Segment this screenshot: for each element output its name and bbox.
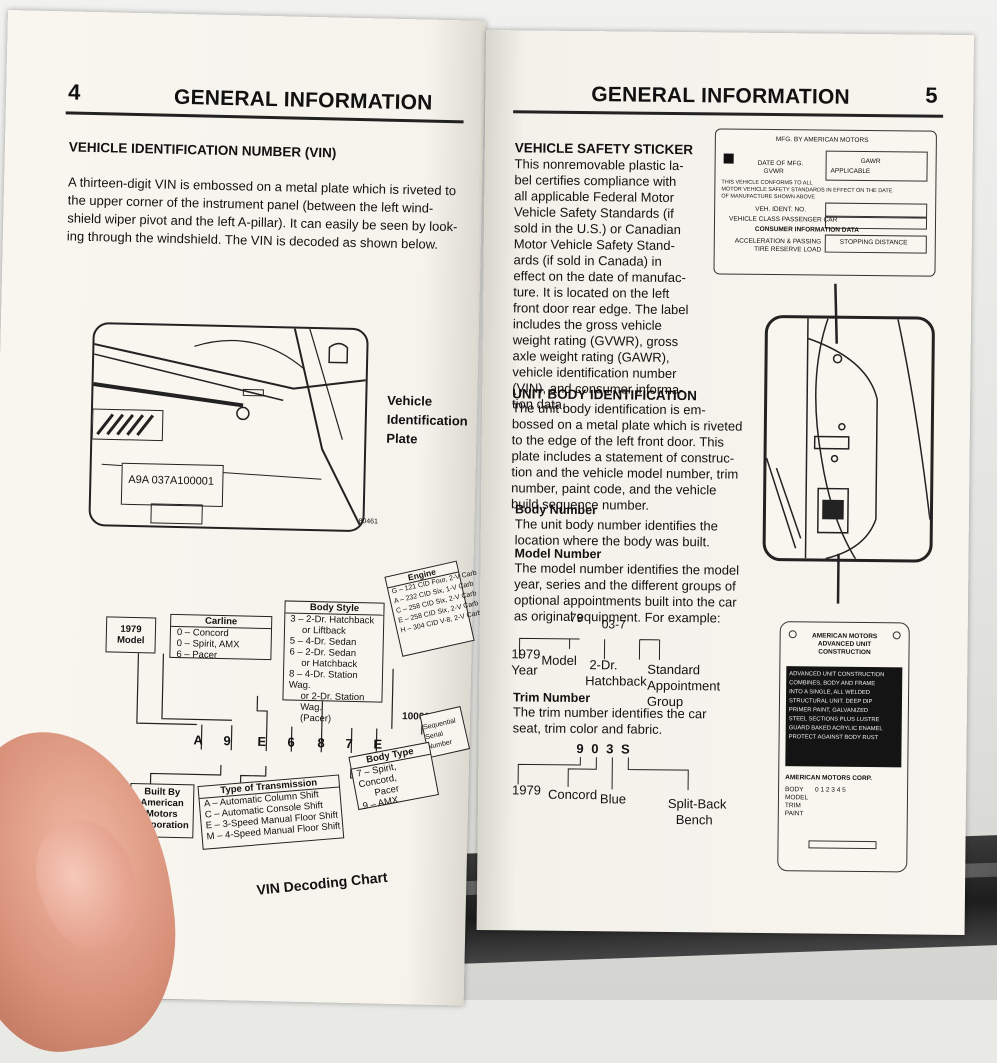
figure-code: 80461: [358, 518, 379, 526]
sticker-gawr-field: GAWR APPLICABLE: [825, 150, 928, 182]
page-header-title: GENERAL INFORMATION: [173, 85, 433, 115]
sticker-veh-field: [825, 202, 928, 218]
plate-body: BODY: [785, 786, 804, 794]
model-label: Model: [541, 652, 577, 668]
trim-example-connectors: [517, 757, 689, 791]
pointer-lines: [834, 283, 840, 604]
safety-sticker-title: VEHICLE SAFETY STICKER: [514, 140, 694, 158]
plate-model: MODEL: [784, 794, 809, 802]
page-number: 5: [925, 82, 938, 108]
text-line: seat, trim color and fabric.: [512, 720, 663, 737]
sticker-class: VEHICLE CLASS PASSENGER CAR: [728, 215, 838, 224]
text-line: Year: [511, 662, 538, 678]
vin-char: 9: [223, 733, 231, 749]
model-year-line: Model: [116, 634, 145, 647]
sticker-line: TIRE RESERVE LOAD: [754, 245, 822, 254]
body-number-paragraph: The unit body number identifies the loca…: [515, 516, 718, 550]
model-example-connectors: [518, 637, 661, 660]
sticker-veh-ident: VEH. IDENT. NO.: [755, 205, 807, 214]
vin-char: 8: [317, 735, 325, 751]
model-year-label: 1979 Year: [511, 646, 540, 678]
body-style-list: 3 – 2-Dr. Hatchback or Liftback 5 – 4-Dr…: [283, 613, 383, 725]
page-number: 4: [67, 79, 81, 105]
left-page: 4 GENERAL INFORMATION VEHICLE IDENTIFICA…: [0, 10, 486, 1006]
plate-body-value: 0 1 2 3 4 5: [815, 786, 846, 794]
transmission-box: Type of Transmission A – Automatic Colum…: [197, 774, 345, 850]
plate-slot: [808, 840, 877, 850]
model-year-box: 1979 Model: [105, 616, 157, 654]
vin-char: 7: [345, 735, 353, 752]
sticker-accel: ACCELERATION & PASSING TIRE RESERVE LOAD: [735, 238, 822, 255]
model-number-paragraph: The model number identifies the model ye…: [514, 560, 739, 626]
vin-char: A: [193, 732, 204, 748]
model-number-title: Model Number: [514, 546, 602, 562]
windshield-drawing: [91, 328, 366, 531]
carline-item: 6 – Pacer: [176, 648, 218, 661]
amc-logo-icon: [723, 153, 734, 164]
plate-black-panel: ADVANCED UNIT CONSTRUCTION COMBINES, BOD…: [785, 666, 903, 768]
vin-plate-inset: A9A 037A100001: [120, 462, 224, 508]
model-code-a: 79: [569, 610, 584, 626]
carline-box: Carline 0 – Concord 0 – Spirit, AMX 6 – …: [169, 613, 273, 662]
body-style-item: (Pacer): [299, 712, 332, 725]
text-line: 2-Dr.: [589, 657, 618, 673]
text-line: 1979: [511, 646, 541, 662]
right-page: GENERAL INFORMATION 5 VEHICLE SAFETY STI…: [476, 30, 974, 936]
trim-number-paragraph: The trim number identifies the car seat,…: [513, 704, 707, 738]
body-style-box: Body Style 3 – 2-Dr. Hatchback or Liftba…: [282, 600, 385, 725]
body-style-item: or 2-Dr. Station Wag.: [300, 690, 365, 714]
text-line: Split-Back: [667, 795, 727, 812]
trim-number-title: Trim Number: [512, 690, 591, 706]
unit-body-plate: AMERICAN MOTORS ADVANCED UNIT CONSTRUCTI…: [777, 621, 910, 873]
plate-line: PROTECT AGAINST BODY RUST: [788, 734, 879, 742]
safety-sticker-paragraph: This nonremovable plastic la- bel certif…: [512, 156, 715, 414]
trim-split-label: Split-Back Bench: [668, 796, 727, 829]
plate-corp: AMERICAN MOTORS CORP.: [785, 774, 873, 783]
dashboard-illustration: A9A 037A100001: [88, 322, 369, 533]
trim-blue-label: Blue: [599, 791, 627, 807]
body-style-item: 8 – 4-Dr. Station Wag.: [288, 668, 358, 692]
header-rule: [513, 110, 944, 118]
unit-body-paragraph: The unit body identification is em- boss…: [511, 400, 762, 515]
plate-trim: TRIM: [784, 802, 801, 810]
text-line: Standard: [647, 661, 701, 678]
vin-char: 6: [287, 734, 295, 750]
model-code-b: 03-7: [601, 617, 626, 632]
section-title: VEHICLE IDENTIFICATION NUMBER (VIN): [68, 139, 337, 161]
callout-line: Vehicle: [387, 392, 433, 409]
hatchback-label: 2-Dr. Hatchback: [585, 657, 647, 690]
sticker-gawr: GAWR: [860, 157, 881, 166]
sticker-applicable: APPLICABLE: [830, 167, 871, 176]
sticker-gvwr: GVWR: [763, 167, 784, 176]
text-line: Bench: [675, 812, 713, 828]
chart-caption: VIN Decoding Chart: [255, 868, 389, 898]
plate-title: AMERICAN MOTORS ADVANCED UNIT CONSTRUCTI…: [780, 632, 908, 657]
intro-paragraph: A thirteen-digit VIN is embossed on a me…: [67, 173, 479, 254]
vin-char: E: [257, 733, 267, 750]
sticker-conform: THIS VEHICLE CONFORMS TO ALL MOTOR VEHIC…: [721, 179, 892, 202]
carline-list: 0 – Concord 0 – Spirit, AMX 6 – Pacer: [170, 627, 271, 662]
door-drawing: [765, 318, 931, 560]
text-line: Hatchback: [585, 673, 647, 689]
vin-plate-callout: Vehicle Identification Plate: [386, 391, 468, 450]
body-number-title: Body Number: [514, 502, 598, 518]
sticker-mfg: MFG. BY AMERICAN MOTORS: [775, 136, 869, 145]
page-header-title: GENERAL INFORMATION: [591, 83, 850, 109]
trim-concord-label: Concord: [547, 786, 598, 803]
vin-plate-number: A9A 037A100001: [128, 473, 215, 488]
sticker-stopping: STOPPING DISTANCE: [839, 238, 908, 247]
door-edge-illustration: [762, 314, 936, 563]
trim-year-label: 1979: [511, 782, 542, 798]
vin-char: E: [373, 736, 383, 752]
safety-sticker-illustration: MFG. BY AMERICAN MOTORS DATE OF MFG. GVW…: [713, 128, 937, 277]
plate-paint: PAINT: [784, 810, 804, 818]
callout-line: Identification: [386, 411, 468, 429]
standard-label: Standard Appointment Group: [647, 662, 720, 711]
plate-line: CONSTRUCTION: [818, 648, 871, 657]
vin-plate-rivets: [150, 503, 203, 525]
callout-line: Plate: [386, 430, 418, 447]
text-line: Appointment: [647, 677, 721, 694]
sticker-consumer: CONSUMER INFORMATION DATA: [754, 225, 859, 234]
sticker-stop-field: STOPPING DISTANCE: [824, 234, 927, 254]
